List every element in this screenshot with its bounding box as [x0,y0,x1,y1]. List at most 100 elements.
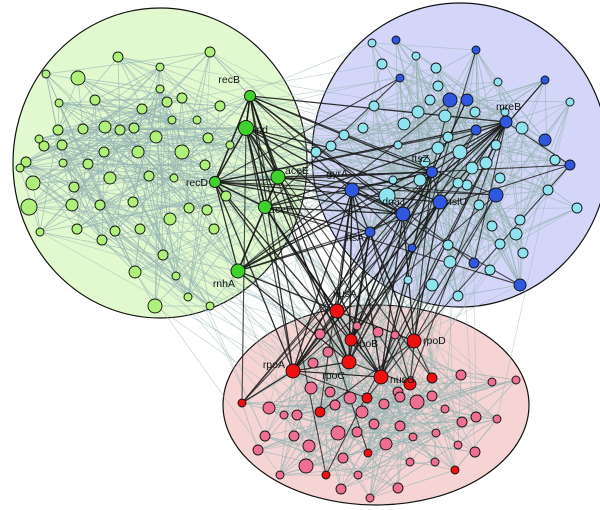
edge [497,81,549,191]
network-node [157,249,169,261]
network-node [131,145,145,159]
network-node [56,139,68,151]
network-node [407,243,417,253]
network-node [202,132,214,144]
edge [457,233,517,297]
hub-edge [264,206,382,378]
network-node [564,159,576,171]
network-node [167,115,177,125]
network-node [490,139,502,151]
edge [104,126,216,183]
network-node [208,223,220,235]
network-node [199,159,211,171]
hub-edge [214,181,441,203]
edge [424,79,546,163]
edge [399,77,405,125]
network-node [291,409,303,421]
network-node [565,97,575,107]
network-node [89,94,101,106]
edge [399,55,417,79]
edge [133,51,211,129]
network-node [192,115,202,125]
edge [196,51,211,121]
hub-edge [245,127,279,178]
hub-edge [237,270,350,363]
network-node [452,290,464,302]
hub-edge [237,99,451,272]
network-node [515,121,529,135]
network-node [372,326,384,338]
edge [264,115,446,208]
edge [39,231,379,333]
network-node [517,247,529,259]
network-node [214,100,226,112]
network-node [58,158,68,168]
network-node [438,109,452,123]
node-label-nslU: nslU [446,196,467,208]
edge [337,432,476,453]
edge [76,95,251,230]
edge [134,182,459,273]
edge [45,51,211,75]
hub-edge [249,95,294,372]
network-node [20,156,32,168]
network-node [540,75,550,85]
node-recB [244,90,256,102]
edge [264,151,317,437]
network-node [363,448,373,458]
network-node [343,391,357,405]
edge [132,201,164,256]
edge [457,284,521,297]
edge [522,101,571,254]
edge [159,66,279,178]
network-node [443,255,457,269]
edge [340,461,411,490]
network-node [335,483,347,495]
network-node [391,35,401,45]
edge [395,39,446,117]
node-label-rpoC: rpoC [322,370,345,382]
network-node [322,346,334,358]
network-node [492,414,502,424]
network-node [52,124,64,136]
edge [109,129,121,179]
edge [411,233,517,249]
hub-edge [241,213,404,404]
network-node [25,175,41,191]
edge [402,213,456,471]
node-label-rpoA: rpoA [263,359,285,371]
edge [39,231,239,272]
network-node [484,264,496,276]
edge [119,121,507,131]
network-node [452,177,464,189]
edge [57,129,75,188]
network-node [368,418,380,430]
edge [412,418,498,438]
edge [457,182,476,453]
network-node [361,392,373,404]
edge [25,161,177,277]
edge [373,421,463,425]
edge [99,204,266,208]
edge [206,176,279,211]
network-node [98,120,112,134]
network-node [460,93,474,107]
network-node [147,298,163,314]
edge [356,401,418,433]
edge [496,189,549,420]
edge [413,340,476,453]
hub-edge [292,370,368,399]
network-node [262,401,276,415]
edge [367,201,441,454]
node-nusA [329,303,345,319]
network-node [452,144,468,160]
node-recD [209,176,221,188]
node-nslU [432,194,448,210]
node-rpoB [344,333,358,347]
network-node [431,141,445,155]
edge [373,376,382,425]
edge [71,151,105,206]
network-node [465,161,479,175]
network-node [307,357,319,369]
